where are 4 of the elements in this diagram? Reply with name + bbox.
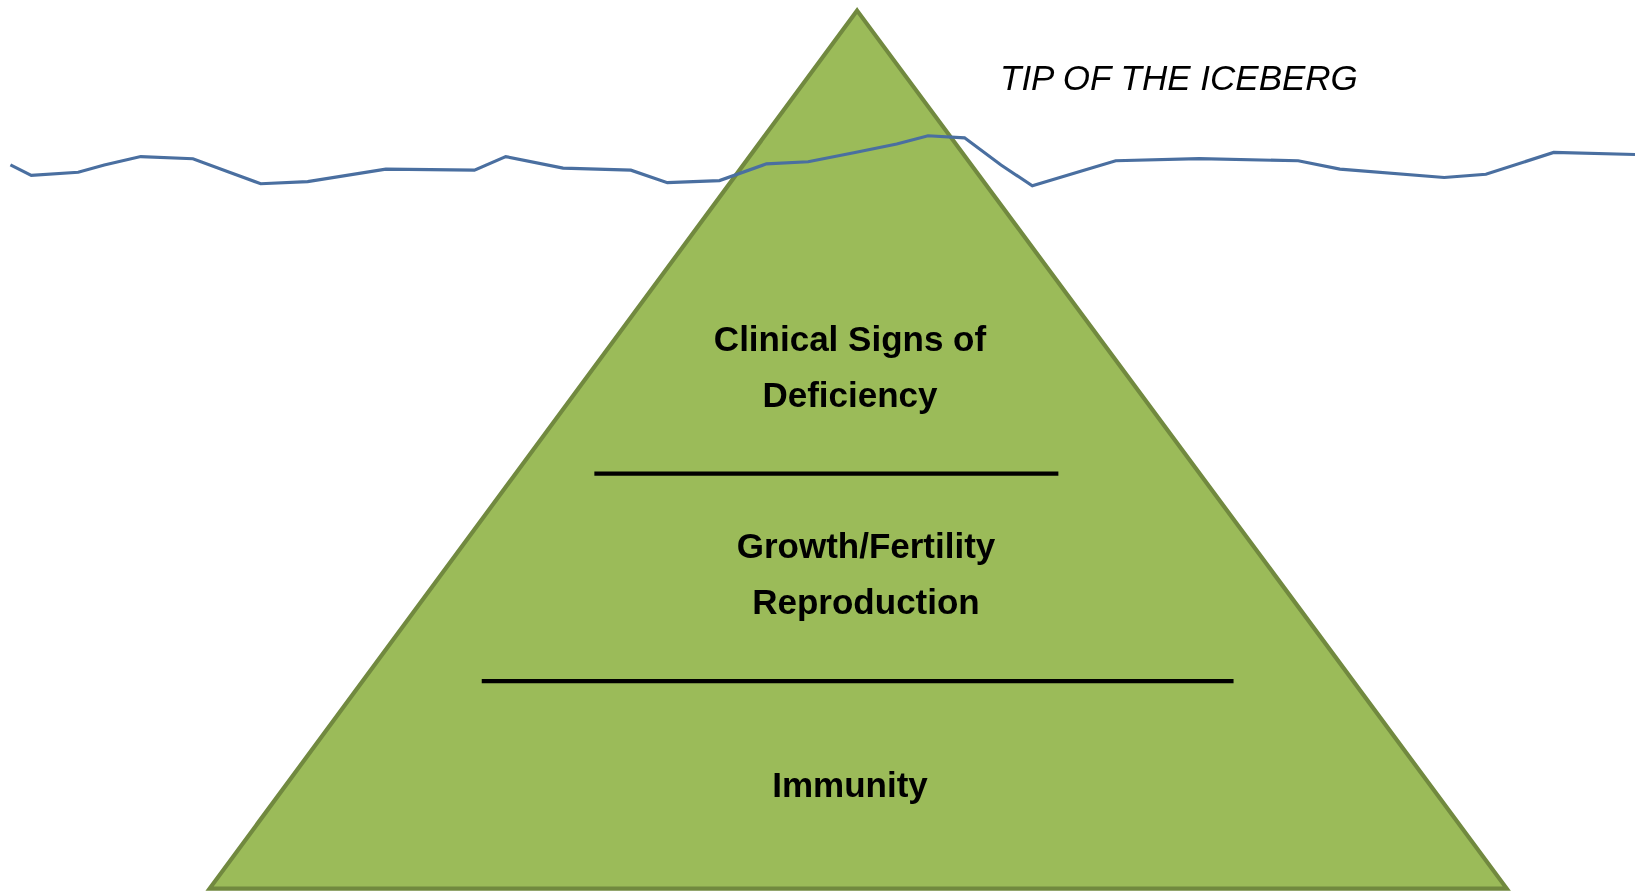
tier-label: Growth/Fertility Reproduction [676,518,1056,630]
tier-label: Clinical Signs of Deficiency [660,311,1040,423]
iceberg-caption: TIP OF THE ICEBERG [1000,58,1358,98]
tier-label: Immunity [660,757,1040,813]
